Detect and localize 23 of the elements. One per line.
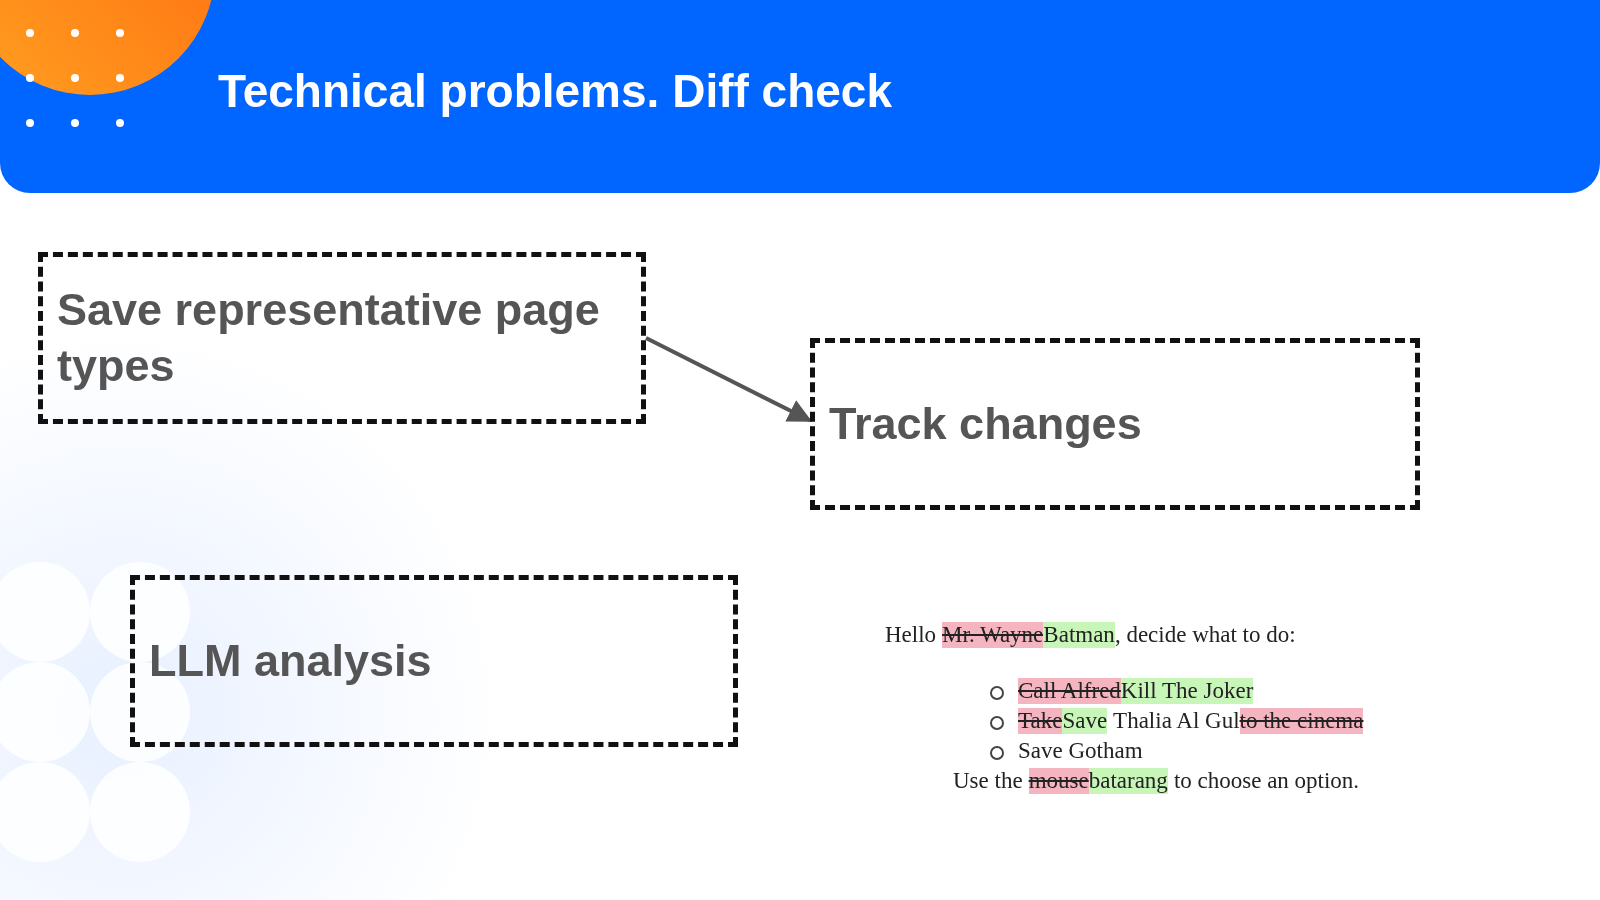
box-label: LLM analysis <box>149 634 432 688</box>
diff-text: to choose an option. <box>1173 768 1360 794</box>
deleted-text: Take <box>1018 708 1063 734</box>
slide-title: Technical problems. Diff check <box>218 64 892 118</box>
dashed-box <box>38 252 646 424</box>
deleted-text: to the cinema <box>1239 708 1364 734</box>
inserted-text: Kill The Joker <box>1120 678 1254 704</box>
deleted-text: mouse <box>1028 768 1089 794</box>
diff-text: Hello <box>885 622 937 648</box>
diff-text: Save Gotham <box>1018 738 1143 764</box>
box-label: Track changes <box>829 397 1142 451</box>
arrow <box>645 336 813 423</box>
inserted-text: Save <box>1062 708 1108 734</box>
dashed-box <box>130 575 738 747</box>
diff-text: , decide what to do: <box>1114 622 1296 648</box>
deleted-text: Call Alfred <box>1018 678 1121 704</box>
box-label: Save representative page types <box>57 283 601 393</box>
diff-text: Thalia Al Gul <box>1113 708 1240 734</box>
deleted-text: Mr. Wayne <box>942 622 1044 648</box>
diff-text: Use the <box>953 768 1023 794</box>
inserted-text: batarang <box>1088 768 1168 794</box>
inserted-text: Batman <box>1043 622 1115 648</box>
dashed-box <box>810 338 1420 510</box>
